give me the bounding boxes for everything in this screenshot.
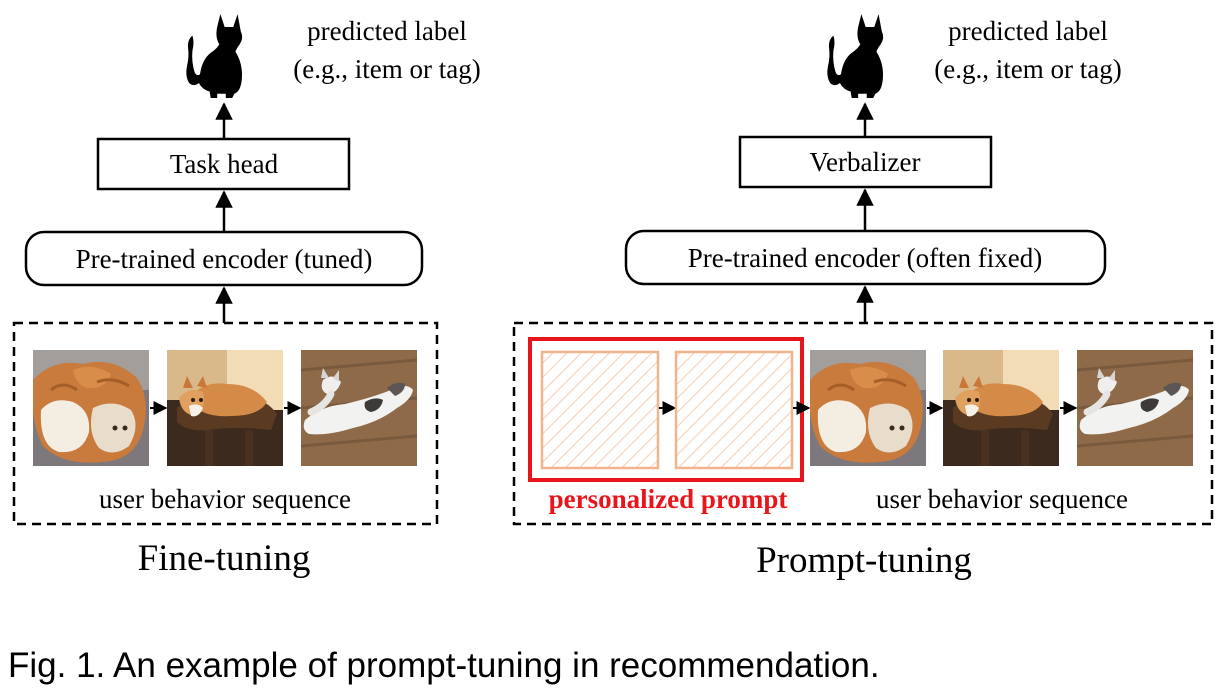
predicted-label-example: (e.g., item or tag) — [934, 54, 1121, 84]
task-head-label: Task head — [170, 149, 279, 179]
prompt-token-placeholder — [674, 350, 794, 470]
sequence-label: user behavior sequence — [99, 484, 351, 514]
cat-silhouette-icon — [186, 14, 243, 98]
prompt-tuning-panel: predicted label (e.g., item or tag) Verb… — [512, 14, 1214, 581]
sequence-label: user behavior sequence — [876, 484, 1128, 514]
personalized-prompt-label: personalized prompt — [549, 484, 788, 514]
task-head-box — [96, 137, 351, 191]
panel-caption: Fine-tuning — [138, 538, 311, 579]
verbalizer-box — [738, 135, 993, 189]
predicted-label-title: predicted label — [307, 16, 467, 46]
encoder-box — [624, 229, 1107, 286]
encoder-label: Pre-trained encoder (often fixed) — [688, 243, 1043, 273]
fine-tuning-panel: predicted label (e.g., item or tag) Task… — [12, 14, 481, 579]
prompt-token-placeholder — [540, 350, 660, 470]
behavior-sequence-frame — [12, 321, 439, 526]
curled-cat-photo — [810, 350, 926, 466]
behavior-sequence-frame — [512, 321, 1214, 526]
cat-on-stool-photo — [167, 350, 283, 466]
lying-cat-photo — [1077, 350, 1193, 466]
panel-caption: Prompt-tuning — [756, 540, 972, 581]
cat-silhouette-icon — [827, 14, 884, 98]
cat-on-stool-photo — [943, 350, 1059, 466]
encoder-label: Pre-trained encoder (tuned) — [76, 244, 373, 274]
lying-cat-photo — [301, 350, 417, 466]
encoder-box — [24, 230, 424, 287]
predicted-label-example: (e.g., item or tag) — [293, 54, 480, 84]
curled-cat-photo — [33, 350, 149, 466]
figure-caption: Fig. 1. An example of prompt-tuning in r… — [8, 646, 880, 685]
verbalizer-label: Verbalizer — [810, 147, 921, 177]
predicted-label-title: predicted label — [948, 16, 1108, 46]
